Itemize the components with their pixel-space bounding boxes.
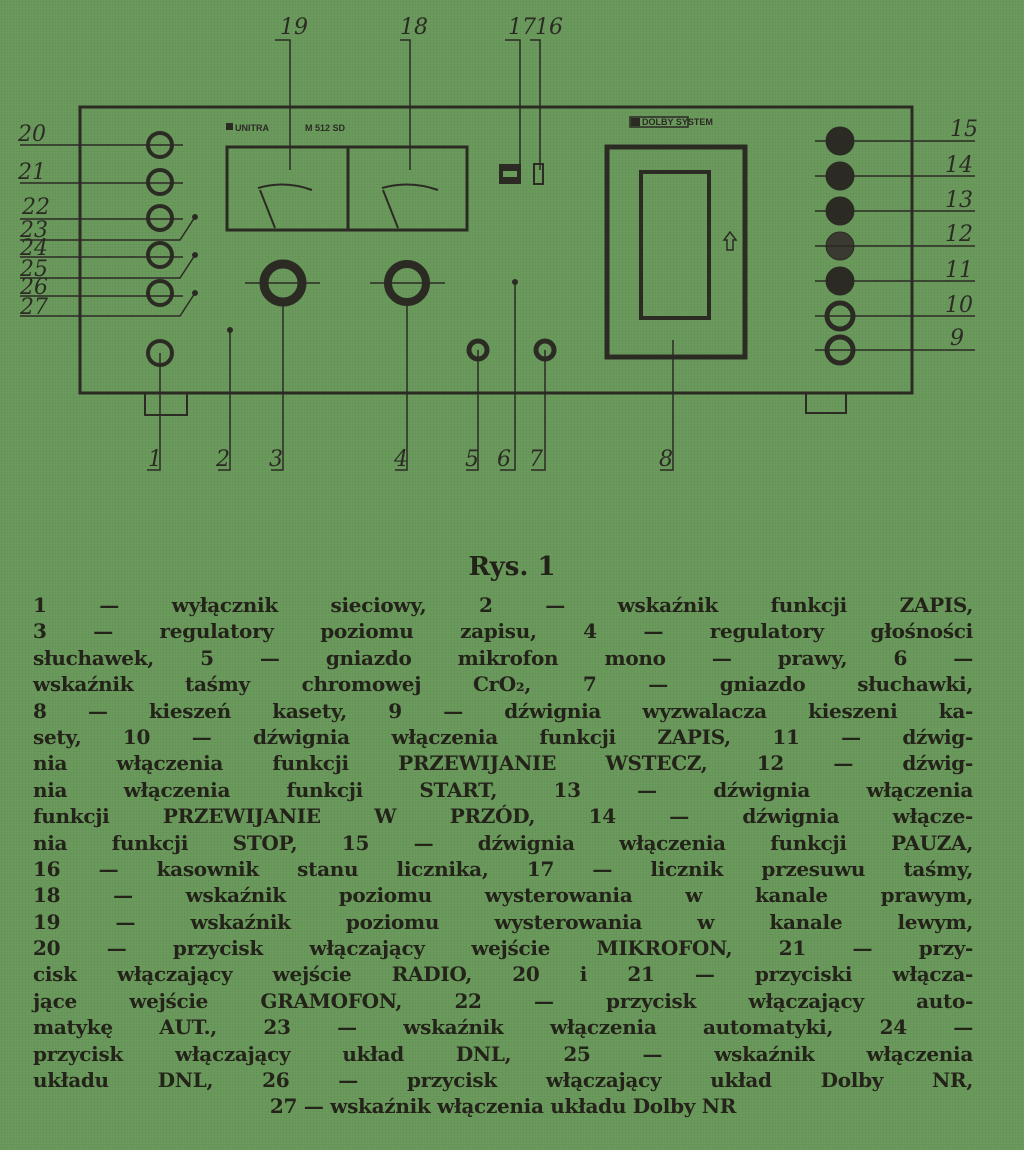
label-14: 14 [945,153,973,178]
caption-line: jące wejście GRAMOFON, 22 — przycisk włą… [33,988,973,1013]
label-3: 3 [269,447,283,472]
caption-line: słuchawek, 5 — gniazdo mikrofon mono — p… [33,645,973,670]
label-5: 5 [465,447,479,472]
model-name: M 512 SD [305,123,346,133]
label-2: 2 [215,447,230,472]
caption-line: 8 — kieszeń kasety, 9 — dźwignia wyzwala… [33,698,973,723]
label-23: 23 [19,218,48,243]
leader-lines [20,39,975,471]
dolby-badge [629,116,689,128]
caption-line: 19 — wskaźnik poziomu wysterowania w kan… [33,909,973,934]
transport-levers [824,126,856,366]
label-13: 13 [945,188,973,213]
label-16: 16 [535,15,563,40]
figure-caption: 1 — wyłącznik sieciowy, 2 — wskaźnik fun… [33,592,973,1120]
label-6: 6 [497,447,511,472]
label-19: 19 [280,15,308,40]
caption-line: 20 — przycisk włączający wejście MIKROFO… [33,936,973,961]
foot-left [144,392,188,416]
jacks [466,338,557,362]
left-buttons [146,131,198,367]
caption-line: 16 — kasownik stanu licznika, 17 — liczn… [33,856,973,881]
label-12: 12 [945,222,973,247]
label-10: 10 [945,293,973,318]
label-9: 9 [950,326,964,351]
counter-reset-button [533,163,544,185]
label-18: 18 [400,15,428,40]
label-27: 27 [19,295,48,320]
caption-line: 27 — wskaźnik włączenia układu Dolby NR [269,1094,737,1119]
label-25: 25 [19,257,48,282]
label-4: 4 [393,447,408,472]
label-11: 11 [945,258,973,283]
dolby-badge-text: DOLBY SYSTEM [642,117,713,127]
brand-logo-icon [226,123,233,130]
label-22: 22 [21,195,50,220]
label-26: 26 [19,275,48,300]
caption-line: matykę AUT., 23 — wskaźnik włączenia aut… [33,1015,973,1040]
cassette-compartment [604,144,748,360]
brand-name: UNITRA [235,123,269,133]
caption-line: sety, 10 — dźwignia włączenia funkcji ZA… [33,724,973,749]
label-1: 1 [148,447,162,472]
deck-panel [78,105,914,395]
caption-line: funkcji PRZEWIJANIE W PRZÓD, 14 — dźwign… [33,804,973,829]
label-8: 8 [659,447,673,472]
caption-line: nia funkcji STOP, 15 — dźwignia włączeni… [33,830,973,855]
label-15: 15 [950,117,978,142]
level-knobs [227,259,518,333]
label-21: 21 [17,160,46,185]
label-7: 7 [529,447,543,472]
label-20: 20 [17,122,46,147]
caption-line: układu DNL, 26 — przycisk włączający ukł… [33,1068,973,1093]
caption-line: wskaźnik taśmy chromowej CrO₂, 7 — gniaz… [33,672,973,697]
caption-line: 3 — regulatory poziomu zapisu, 4 — regul… [33,619,973,644]
caption-line: 1 — wyłącznik sieciowy, 2 — wskaźnik fun… [33,593,973,617]
caption-line: nia włączenia funkcji PRZEWIJANIE WSTECZ… [33,751,973,776]
cassette-deck-front-panel-diagram: UNITRA M 512 SD DOLBY SYSTEM [17,15,978,472]
label-24: 24 [19,236,48,261]
label-17: 17 [508,15,536,40]
caption-line: nia włączenia funkcji START, 13 — dźwign… [33,777,973,802]
dolby-logo-icon [631,118,640,126]
caption-line: cisk włączający wejście RADIO, 20 i 21 —… [33,962,973,987]
caption-line: 18 — wskaźnik poziomu wysterowania w kan… [33,883,973,908]
figure-title: Rys. 1 [468,552,556,582]
foot-right [805,392,847,414]
level-meters [225,145,469,232]
caption-line: przycisk włączający układ DNL, 25 — wska… [33,1041,973,1066]
